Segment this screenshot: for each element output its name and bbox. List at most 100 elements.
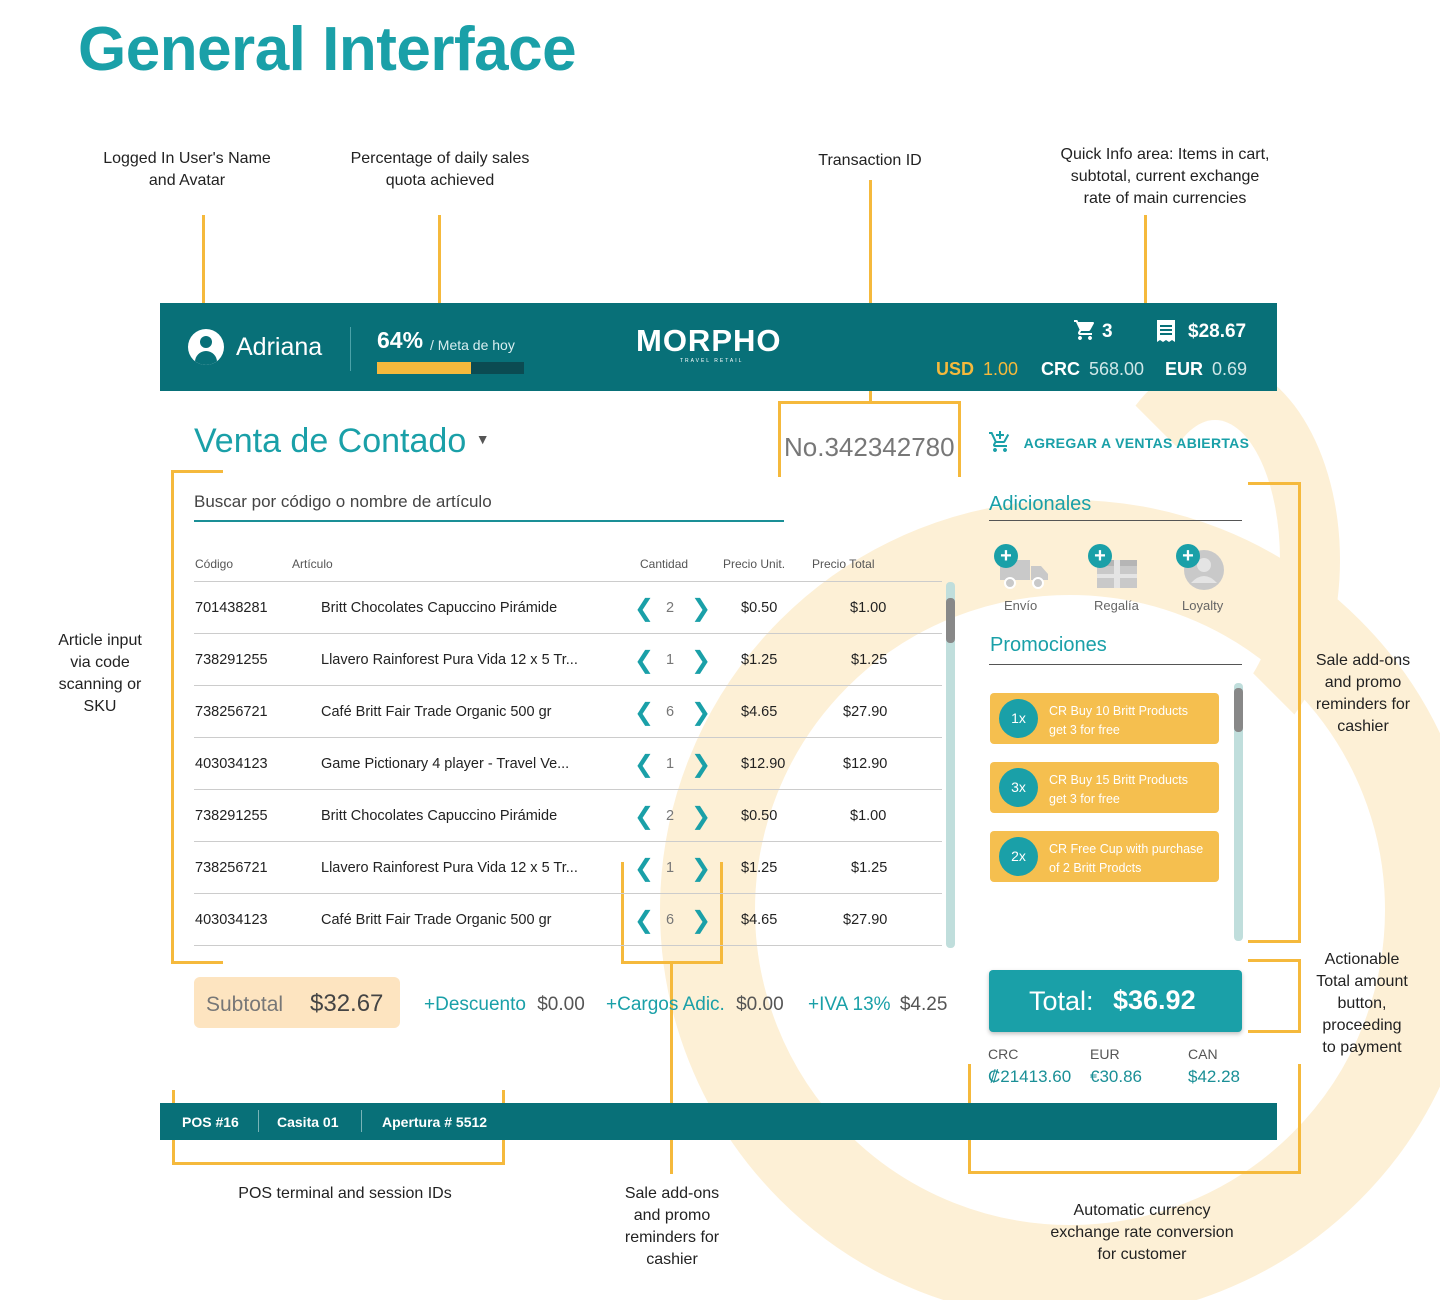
table-row[interactable]: 403034123 Café Britt Fair Trade Organic … (194, 894, 942, 946)
promo-card[interactable]: 1x CR Buy 10 Britt Products get 3 for fr… (990, 693, 1219, 744)
total-label: Total: (1029, 986, 1094, 1016)
promo-line: get 3 for free (1049, 792, 1120, 806)
rate-code: CRC (1041, 359, 1080, 379)
sale-type-dropdown[interactable]: Venta de Contado ▼ (194, 422, 490, 461)
promo-badge: 2x (999, 837, 1038, 876)
store-name: Casita 01 (277, 1114, 339, 1130)
table-header-divider (194, 581, 942, 582)
dropdown-caret-icon: ▼ (475, 431, 490, 447)
rate-code: USD (936, 359, 975, 379)
table-row[interactable]: 738291255 Llavero Rainforest Pura Vida 1… (194, 634, 942, 686)
increase-quantity-icon[interactable]: ❯ (691, 647, 712, 674)
conversion-code-eur: EUR (1090, 1046, 1120, 1062)
table-row[interactable]: 403034123 Game Pictionary 4 player - Tra… (194, 738, 942, 790)
item-code: 701438281 (195, 600, 268, 616)
discount-summary[interactable]: +Descuento $0.00 (424, 994, 585, 1016)
annotation-quota: Percentage of daily sales quota achieved (350, 150, 530, 189)
item-name: Llavero Rainforest Pura Vida 12 x 5 Tr..… (321, 860, 578, 876)
total-pay-button[interactable]: Total: $36.92 (989, 970, 1242, 1032)
item-quantity: 1 (666, 860, 675, 876)
item-code: 738256721 (195, 704, 268, 720)
item-name: Café Britt Fair Trade Organic 500 gr (321, 704, 552, 720)
addon-shipping[interactable]: + Envío (994, 544, 1054, 614)
promotions-title: Promociones (990, 634, 1107, 656)
increase-quantity-icon[interactable]: ❯ (691, 751, 712, 778)
table-row[interactable]: 701438281 Britt Chocolates Capuccino Pir… (194, 582, 942, 634)
increase-quantity-icon[interactable]: ❯ (691, 699, 712, 726)
item-quantity: 6 (666, 704, 675, 720)
avatar[interactable] (188, 329, 224, 365)
item-quantity: 2 (666, 808, 675, 824)
item-total-price: $27.90 (843, 912, 888, 928)
tax-label: +IVA 13% (808, 994, 891, 1015)
connector-quick-info (1144, 215, 1147, 315)
addon-gift[interactable]: + Regalía (1088, 544, 1148, 614)
search-input[interactable] (194, 484, 784, 522)
annotation-addons-bottom: Sale add-ons and promo reminders for cas… (624, 1185, 720, 1268)
promotions-scrollbar[interactable] (1234, 683, 1243, 941)
item-name: Llavero Rainforest Pura Vida 12 x 5 Tr..… (321, 652, 578, 668)
promo-card[interactable]: 2x CR Free Cup with purchase of 2 Britt … (990, 831, 1219, 882)
promo-card[interactable]: 3x CR Buy 15 Britt Products get 3 for fr… (990, 762, 1219, 813)
increase-quantity-icon[interactable]: ❯ (691, 595, 712, 622)
decrease-quantity-icon[interactable]: ❮ (634, 699, 655, 726)
item-quantity: 1 (666, 652, 675, 668)
annotation-user: Logged In User's Name and Avatar (103, 150, 271, 189)
increase-quantity-icon[interactable]: ❯ (691, 855, 712, 882)
item-quantity: 1 (666, 756, 675, 772)
item-quantity: 6 (666, 912, 675, 928)
quota-progress-bar (377, 362, 524, 374)
addons-title: Adicionales (989, 493, 1092, 515)
table-scrollbar-thumb[interactable] (946, 598, 955, 643)
decrease-quantity-icon[interactable]: ❮ (634, 647, 655, 674)
rate-crc: CRC 568.00 (1041, 359, 1144, 380)
add-icon: + (994, 544, 1018, 568)
promo-text: CR Buy 10 Britt Products get 3 for free (1049, 702, 1188, 740)
quota-label: / Meta de hoy (430, 337, 515, 353)
charges-label: +Cargos Adic. (606, 994, 725, 1015)
increase-quantity-icon[interactable]: ❯ (691, 803, 712, 830)
session-opening-id: Apertura # 5512 (382, 1114, 488, 1130)
add-to-open-sales-button[interactable]: AGREGAR A VENTAS ABIERTAS (988, 430, 1249, 454)
item-code: 738291255 (195, 652, 268, 668)
column-header-quantity: Cantidad (640, 557, 689, 571)
increase-quantity-icon[interactable]: ❯ (691, 907, 712, 934)
footer-divider (258, 1110, 259, 1132)
connector-user (202, 215, 205, 315)
bracket-article-input (171, 470, 223, 964)
decrease-quantity-icon[interactable]: ❮ (634, 855, 655, 882)
decrease-quantity-icon[interactable]: ❮ (634, 595, 655, 622)
addons-divider (989, 520, 1242, 521)
footer-bar: POS #16 Casita 01 Apertura # 5512 (160, 1103, 1277, 1140)
item-unit-price: $4.65 (741, 912, 778, 928)
item-unit-price: $4.65 (741, 704, 778, 720)
promo-line: get 3 for free (1049, 723, 1120, 737)
conversion-value-eur: €30.86 (1090, 1067, 1142, 1086)
table-row[interactable]: 738256721 Café Britt Fair Trade Organic … (194, 686, 942, 738)
footer-divider (361, 1110, 362, 1132)
addon-label: Loyalty (1182, 598, 1224, 613)
charges-summary[interactable]: +Cargos Adic. $0.00 (606, 994, 784, 1016)
addon-loyalty[interactable]: + Loyalty (1176, 544, 1236, 614)
decrease-quantity-icon[interactable]: ❮ (634, 803, 655, 830)
table-row[interactable]: 738256721 Llavero Rainforest Pura Vida 1… (194, 842, 942, 894)
bracket-total-button (1248, 959, 1301, 1033)
logo-subtitle: TRAVEL RETAIL (680, 358, 744, 364)
cart-icon[interactable] (1072, 318, 1098, 342)
item-name: Café Britt Fair Trade Organic 500 gr (321, 912, 552, 928)
promotions-scrollbar-thumb[interactable] (1234, 688, 1243, 732)
annotation-pos-ids: POS terminal and session IDs (238, 1185, 452, 1202)
item-unit-price: $0.50 (741, 600, 778, 616)
promo-text: CR Free Cup with purchase of 2 Britt Pro… (1049, 840, 1203, 878)
bracket-addons-right (1248, 482, 1301, 943)
table-row[interactable]: 738291255 Britt Chocolates Capuccino Pir… (194, 790, 942, 842)
table-scrollbar[interactable] (946, 582, 955, 948)
item-code: 403034123 (195, 912, 268, 928)
item-total-price: $12.90 (843, 756, 888, 772)
decrease-quantity-icon[interactable]: ❮ (634, 751, 655, 778)
connector-transaction (869, 180, 872, 402)
tax-value: $4.25 (899, 994, 948, 1015)
item-total-price: $1.00 (850, 808, 887, 824)
tax-summary: +IVA 13% $4.25 (808, 994, 947, 1016)
decrease-quantity-icon[interactable]: ❮ (634, 907, 655, 934)
